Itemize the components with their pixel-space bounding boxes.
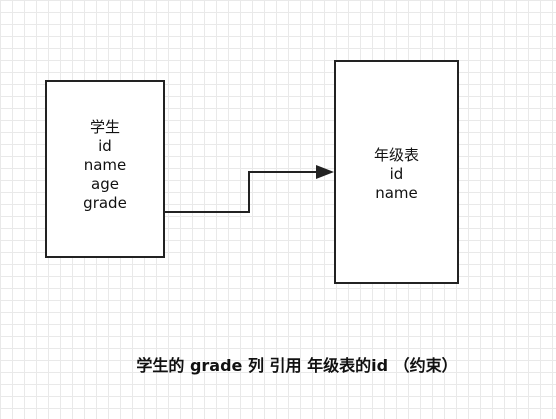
student-table-box: 学生 id name age grade <box>45 80 165 258</box>
student-field-grade: grade <box>83 193 127 212</box>
student-field-age: age <box>91 174 119 193</box>
student-table-title: 学生 <box>89 117 120 136</box>
student-field-id: id <box>98 136 112 155</box>
reference-connector-line <box>165 171 318 213</box>
grade-table-box: 年级表 id name <box>334 60 459 284</box>
grade-field-name: name <box>375 184 418 202</box>
diagram-caption: 学生的 grade 列 引用 年级表的id （约束） <box>136 356 458 375</box>
grade-field-id: id <box>389 165 404 183</box>
student-field-name: name <box>83 155 127 174</box>
grade-table-title: 年级表 <box>373 146 419 164</box>
arrow-head-icon <box>316 165 334 179</box>
